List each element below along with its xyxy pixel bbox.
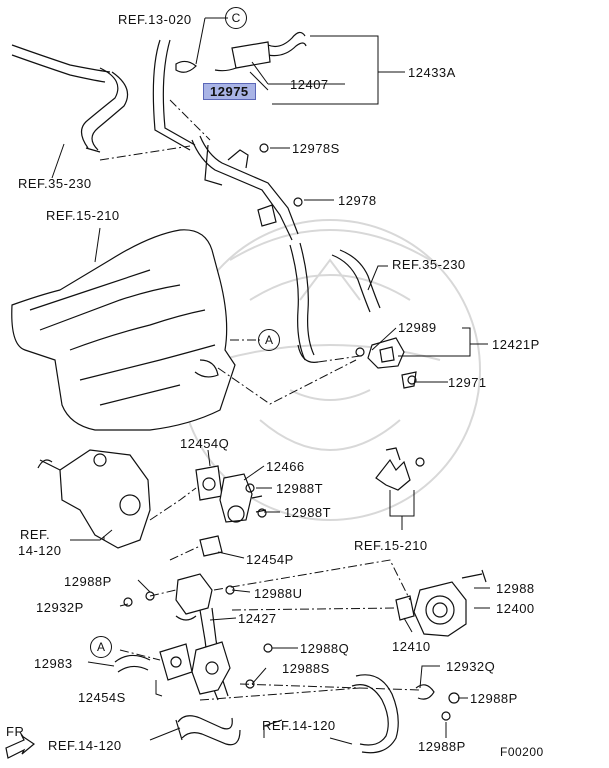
label-12978s[interactable]: 12978S [292,141,340,156]
label-12988p-right-b[interactable]: 12988P [418,739,466,754]
label-12400[interactable]: 12400 [496,601,535,616]
label-12978[interactable]: 12978 [338,193,377,208]
vacuum-pipe [191,135,319,363]
label-ref-35-230-left: REF.35-230 [18,176,92,191]
label-ref-14-120-left-a: REF. [20,527,51,542]
label-12975-highlighted[interactable]: 12975 [203,83,256,100]
figure-code: F00200 [500,745,544,759]
bracket-ref-15-210 [375,447,425,491]
label-ref-14-120-bottom: REF.14-120 [48,738,122,753]
vacuum-hoses-top [152,31,307,151]
label-12988t-a[interactable]: 12988T [276,481,324,496]
throttle-body [395,581,467,637]
label-12454s[interactable]: 12454S [78,690,126,705]
label-12932q[interactable]: 12932Q [446,659,496,674]
label-ref-15-210-top: REF.15-210 [46,208,120,223]
hose-bottom-right [351,674,399,754]
callout-a-left: A [90,636,112,658]
label-12971[interactable]: 12971 [448,375,487,390]
label-12988t-b[interactable]: 12988T [284,505,332,520]
gasket-12454s [159,643,193,681]
label-12421p[interactable]: 12421P [492,337,540,352]
label-12410[interactable]: 12410 [392,639,431,654]
label-ref-14-120-mid: REF.14-120 [262,718,336,733]
intake-manifold [11,229,236,431]
label-12932p[interactable]: 12932P [36,600,84,615]
callout-c: C [225,7,247,29]
hose-right [331,249,381,313]
label-12427[interactable]: 12427 [238,611,277,626]
label-12466[interactable]: 12466 [266,459,305,474]
hose-12983 [114,654,151,673]
egr-pipe [175,573,231,701]
label-12983[interactable]: 12983 [34,656,73,671]
label-12988q[interactable]: 12988Q [300,641,350,656]
label-ref-35-230-right: REF.35-230 [392,257,466,272]
front-arrow-icon [5,734,36,759]
solenoid-valve [355,337,417,389]
hose-bottom-left [175,715,241,746]
egr-valve-group [195,465,267,557]
label-ref-14-120-left-b: 14-120 [18,543,62,558]
label-12988u[interactable]: 12988U [254,586,303,601]
callout-a-mid: A [258,329,280,351]
water-outlet-housing [37,449,151,549]
label-12989[interactable]: 12989 [398,320,437,335]
label-ref-13-020: REF.13-020 [118,12,192,27]
label-12988p-right-a[interactable]: 12988P [470,691,518,706]
hose-top-left [11,44,129,153]
connection-lines [99,99,421,701]
label-ref-15-210-bottom: REF.15-210 [354,538,428,553]
label-12988[interactable]: 12988 [496,581,535,596]
hose-clamp-and-bolts [123,143,487,721]
label-12454q[interactable]: 12454Q [180,436,230,451]
label-fr: FR [6,724,25,739]
leader-lines [51,17,490,745]
label-12433a[interactable]: 12433A [408,65,456,80]
label-12454p[interactable]: 12454P [246,552,294,567]
label-12407[interactable]: 12407 [290,77,329,92]
label-12988s[interactable]: 12988S [282,661,330,676]
label-12988p-left[interactable]: 12988P [64,574,112,589]
